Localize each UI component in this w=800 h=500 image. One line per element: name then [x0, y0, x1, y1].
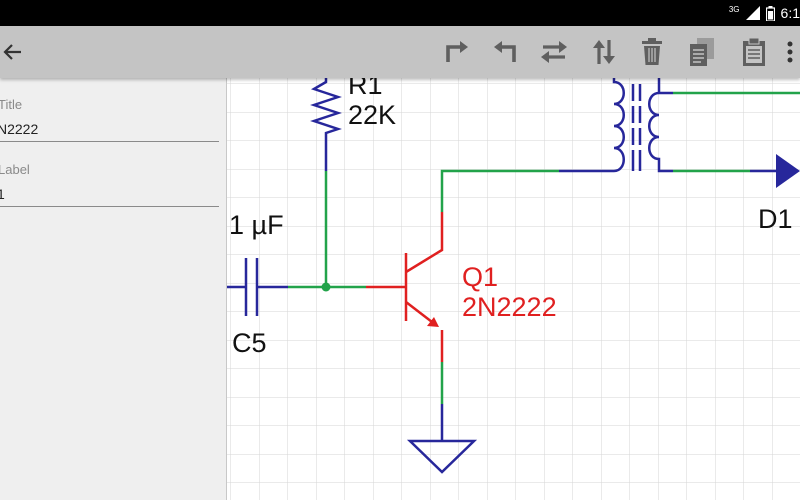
delete-icon — [642, 38, 662, 65]
signal-icon — [745, 6, 760, 20]
battery-icon — [765, 5, 775, 21]
rotate-right-button[interactable] — [436, 26, 476, 78]
paste-button[interactable] — [734, 26, 774, 78]
back-arrow-icon — [3, 44, 21, 60]
overflow-menu-button[interactable] — [770, 26, 800, 78]
clock: 6:1 — [780, 5, 800, 21]
title-input[interactable]: N2222 — [0, 121, 39, 137]
transistor-q1[interactable] — [366, 212, 444, 362]
more-vert-icon — [787, 41, 793, 63]
title-underline — [0, 141, 219, 142]
r1-name-label: R1 — [348, 78, 383, 100]
rotate-left-button[interactable] — [486, 26, 526, 78]
label-field-label: Label — [0, 162, 30, 177]
junction-dot — [321, 282, 331, 292]
properties-panel: Title N2222 Label 1 — [0, 78, 227, 500]
copy-button[interactable] — [682, 26, 722, 78]
c5-value-label: 1 µF — [229, 210, 284, 240]
copy-icon — [690, 38, 714, 66]
delete-button[interactable] — [632, 26, 672, 78]
schematic-canvas[interactable]: R1 22K 1 µF C5 Q1 2N2222 D1 — [227, 78, 800, 500]
resistor-r1[interactable] — [310, 78, 342, 171]
rotate-left-icon — [494, 41, 516, 62]
grid-background — [227, 78, 800, 500]
schematic-drawing[interactable]: R1 22K 1 µF C5 Q1 2N2222 D1 — [227, 78, 800, 500]
title-field-label: Title — [0, 97, 23, 112]
paste-icon — [743, 37, 765, 66]
r1-value-label: 22K — [348, 100, 396, 130]
transformer[interactable] — [559, 78, 673, 173]
label-underline — [0, 206, 219, 207]
flip-horizontal-button[interactable] — [534, 26, 574, 78]
c5-name-label: C5 — [232, 328, 267, 358]
q1-name-label: Q1 — [462, 262, 498, 292]
status-bar: 3G 6:1 — [0, 0, 800, 26]
capacitor-c5[interactable] — [227, 258, 288, 316]
diode-d1[interactable] — [776, 154, 800, 188]
wire-collector-top — [440, 169, 559, 212]
d1-name-label: D1 — [758, 204, 793, 234]
label-input[interactable]: 1 — [0, 186, 5, 202]
flip-horizontal-icon — [541, 41, 567, 63]
q1-value-label: 2N2222 — [462, 292, 557, 322]
ground-symbol[interactable] — [406, 404, 478, 474]
action-toolbar — [0, 26, 800, 78]
network-type: 3G — [728, 4, 740, 14]
rotate-right-icon — [446, 41, 468, 62]
back-button[interactable] — [0, 26, 33, 78]
flip-vertical-button[interactable] — [584, 26, 624, 78]
flip-vertical-icon — [593, 40, 615, 64]
